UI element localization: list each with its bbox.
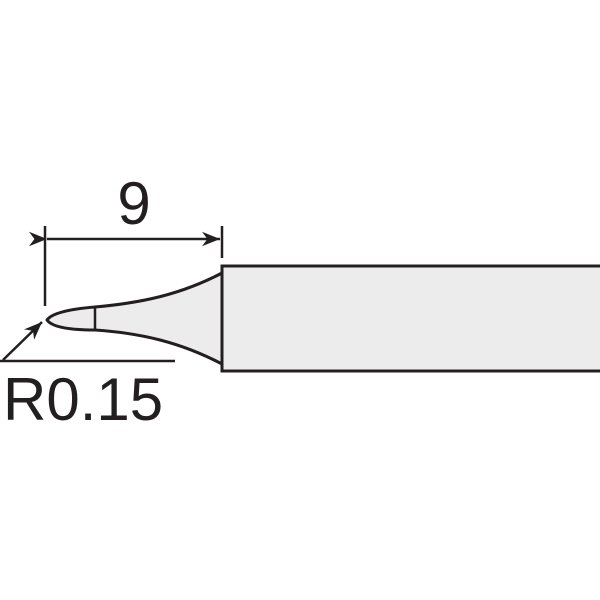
radius-label: R0.15 <box>3 366 163 433</box>
tip-shaft <box>220 264 600 373</box>
length-label: 9 <box>117 170 150 237</box>
radius-leader-arrow <box>2 321 43 361</box>
tip-cone <box>45 271 224 366</box>
